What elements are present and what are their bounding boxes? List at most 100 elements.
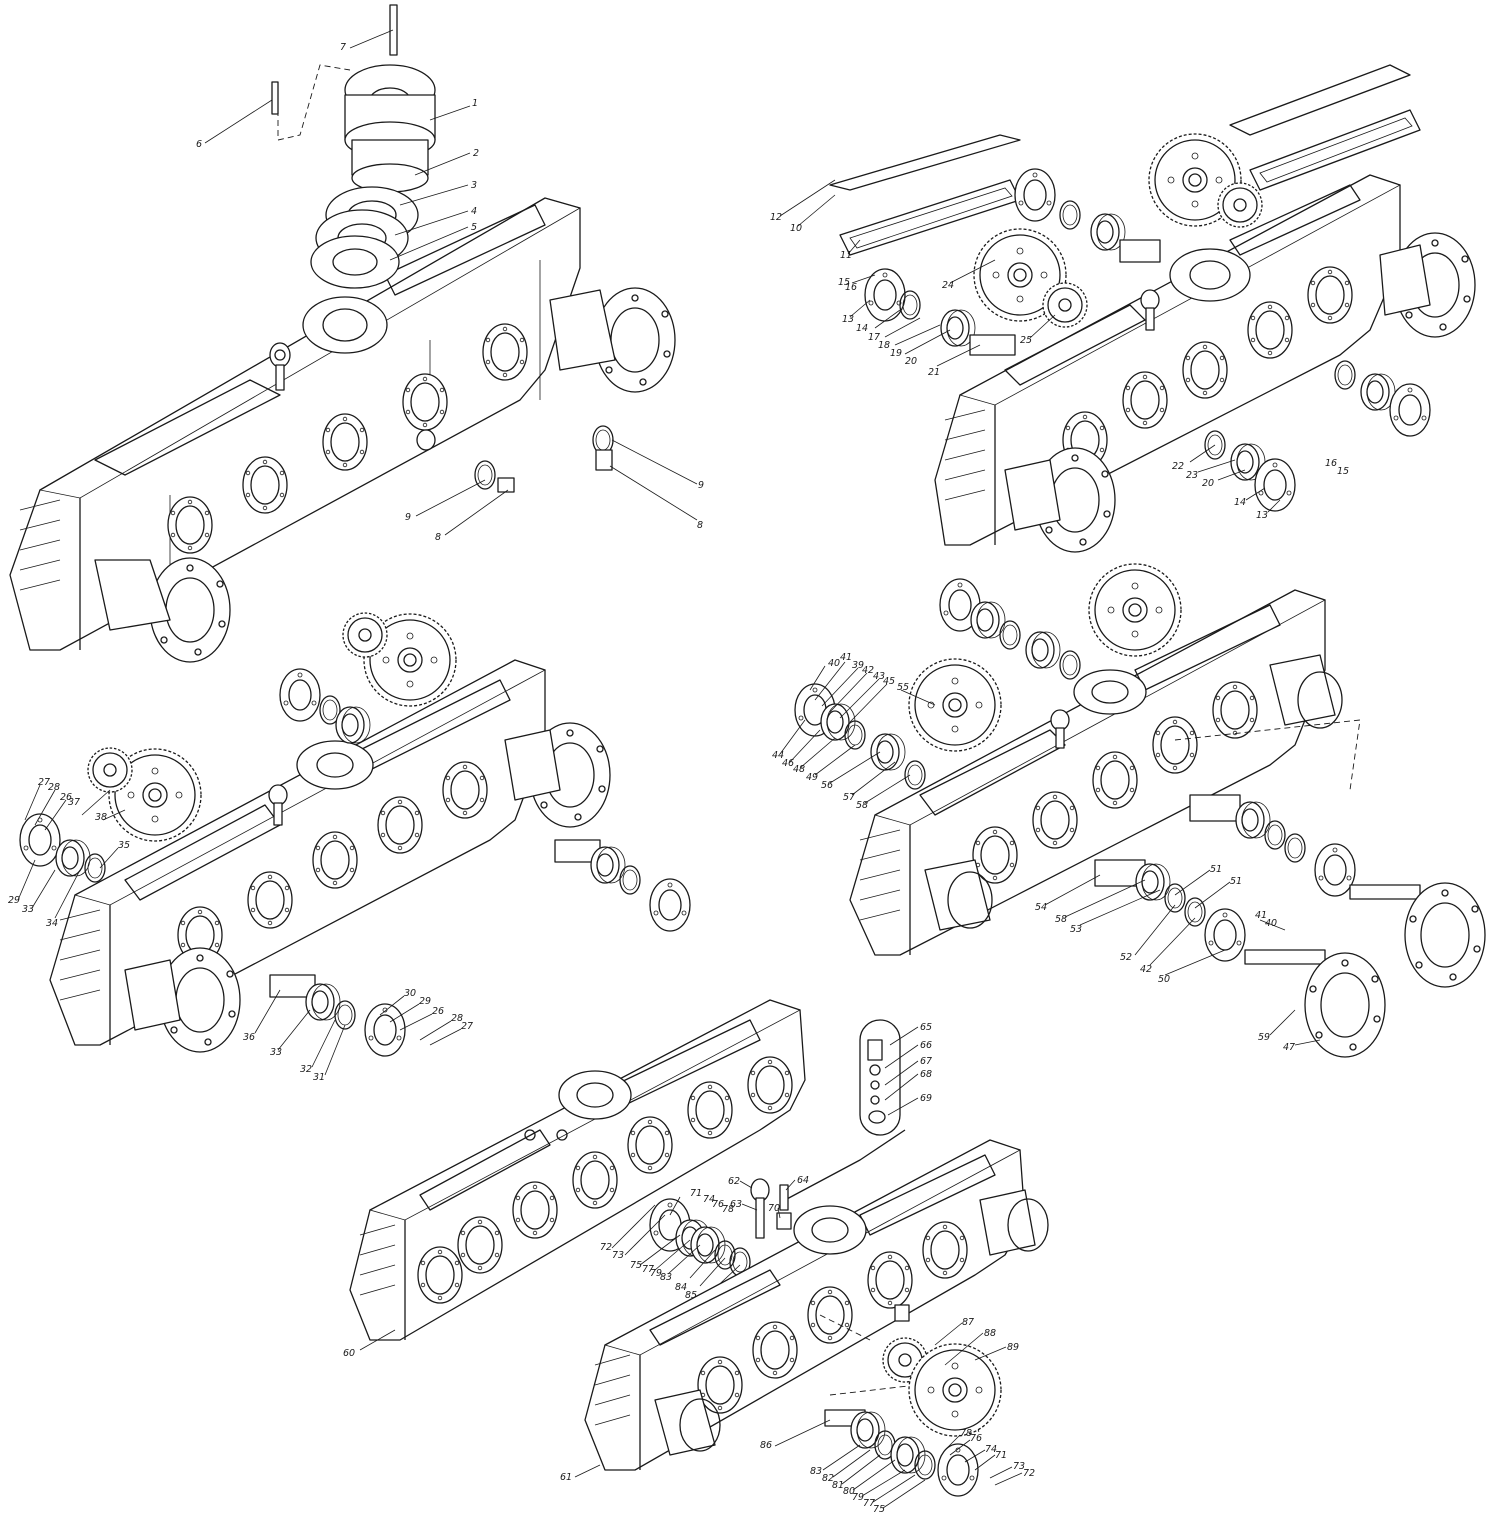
label: 68: [920, 1069, 932, 1080]
label: 25: [1020, 335, 1032, 346]
label: 23: [1186, 470, 1198, 481]
label: 87: [962, 1317, 974, 1328]
label: 78: [960, 1428, 972, 1439]
label: 43: [873, 671, 885, 682]
label: 39: [852, 660, 864, 671]
label: 73: [612, 1250, 624, 1261]
label: 36: [243, 1032, 255, 1043]
label: 73: [1013, 1461, 1025, 1472]
label: 4: [471, 206, 477, 217]
assembly-6-labels: 87 88 89 86 61 78 76 74 71 73 72 83 82 8…: [560, 1317, 1035, 1515]
label: 79: [650, 1268, 662, 1279]
label: 32: [300, 1064, 312, 1075]
label: 53: [1070, 924, 1082, 935]
label: 13: [1256, 510, 1268, 521]
assembly-4-exploded-parts: [794, 563, 1486, 1058]
label: 5: [471, 222, 477, 233]
label: 24: [942, 280, 954, 291]
label: 33: [22, 904, 34, 915]
label: 83: [810, 1466, 822, 1477]
label: 37: [68, 797, 80, 808]
label: 82: [822, 1473, 834, 1484]
label: 77: [863, 1498, 875, 1509]
label: 20: [1202, 478, 1214, 489]
assembly-5-labels: 65 66 67 68 69 62 64 63 70 71 74 76 78 7…: [343, 1022, 932, 1359]
label: 22: [1172, 461, 1184, 472]
label: 74: [703, 1194, 715, 1205]
label: 55: [897, 682, 909, 693]
label: 9: [405, 512, 411, 523]
label: 52: [1120, 952, 1132, 963]
label: 26: [60, 792, 72, 803]
label: 38: [95, 812, 107, 823]
assembly-3-exploded-parts: [19, 612, 691, 1057]
label: 86: [760, 1440, 772, 1451]
label: 89: [1007, 1342, 1019, 1353]
label: 70: [768, 1203, 780, 1214]
assembly-4-housing: [849, 589, 1361, 956]
label: 81: [832, 1480, 844, 1491]
label: 48: [793, 764, 805, 775]
assembly-2-exploded-parts: [829, 64, 1431, 512]
assembly-3-labels: 27 28 26 37 38 35 29 33 34 30 29 26 28 2…: [8, 777, 473, 1083]
label: 75: [630, 1260, 642, 1271]
assembly-2-labels: 12 10 11 15 16 13 14 17 18 19 20 21 24 2…: [770, 212, 1349, 521]
label: 16: [845, 282, 857, 293]
label: 85: [685, 1290, 697, 1301]
assembly-1-housing: [9, 197, 676, 663]
label: 27: [38, 777, 50, 788]
label: 49: [806, 772, 818, 783]
assembly-1-exploded-parts: [271, 4, 614, 493]
label: 16: [1325, 458, 1337, 469]
label: 46: [782, 758, 794, 769]
label: 56: [821, 780, 833, 791]
label: 50: [1158, 974, 1170, 985]
label: 42: [862, 665, 874, 676]
label: 41: [1255, 910, 1267, 921]
label: 76: [970, 1433, 982, 1444]
label: 80: [843, 1486, 855, 1497]
label: 15: [1337, 466, 1349, 477]
label: 84: [675, 1282, 687, 1293]
assembly-1-leaders: [204, 29, 698, 536]
label: 18: [878, 340, 890, 351]
label: 14: [856, 323, 868, 334]
label: 69: [920, 1093, 932, 1104]
label: 30: [404, 988, 416, 999]
label: 71: [995, 1450, 1007, 1461]
label: 51: [1210, 864, 1222, 875]
label: 19: [890, 348, 902, 359]
label: 44: [772, 750, 784, 761]
label: 2: [473, 148, 479, 159]
assembly-3-leaders: [17, 784, 462, 1076]
label: 72: [1023, 1468, 1035, 1479]
label: 33: [270, 1047, 282, 1058]
assembly-1-labels: 1 2 3 4 5 6 7 8 9 9 8: [196, 42, 704, 543]
label: 35: [118, 840, 130, 851]
label: 71: [690, 1188, 702, 1199]
label: 1: [472, 98, 478, 109]
assembly-5-housing: [349, 999, 806, 1341]
label: 10: [790, 223, 802, 234]
assembly-2-housing: [934, 174, 1476, 553]
label: 62: [728, 1176, 740, 1187]
label: 14: [1234, 497, 1246, 508]
label: 28: [48, 782, 60, 793]
label: 29: [8, 895, 20, 906]
label: 42: [1140, 964, 1152, 975]
label: 58: [856, 800, 868, 811]
label: 58: [1055, 914, 1067, 925]
label: 29: [419, 996, 431, 1007]
label: 63: [730, 1199, 742, 1210]
label: 67: [920, 1056, 932, 1067]
label: 83: [660, 1272, 672, 1283]
label: 66: [920, 1040, 932, 1051]
assembly-4-labels: 40 41 39 42 43 45 55 44 46 48 49 56 57 5…: [772, 652, 1295, 1053]
label: 60: [343, 1348, 355, 1359]
label: 61: [560, 1472, 572, 1483]
label: 76: [712, 1199, 724, 1210]
assembly-3-housing: [49, 659, 611, 1053]
label: 47: [1283, 1042, 1295, 1053]
